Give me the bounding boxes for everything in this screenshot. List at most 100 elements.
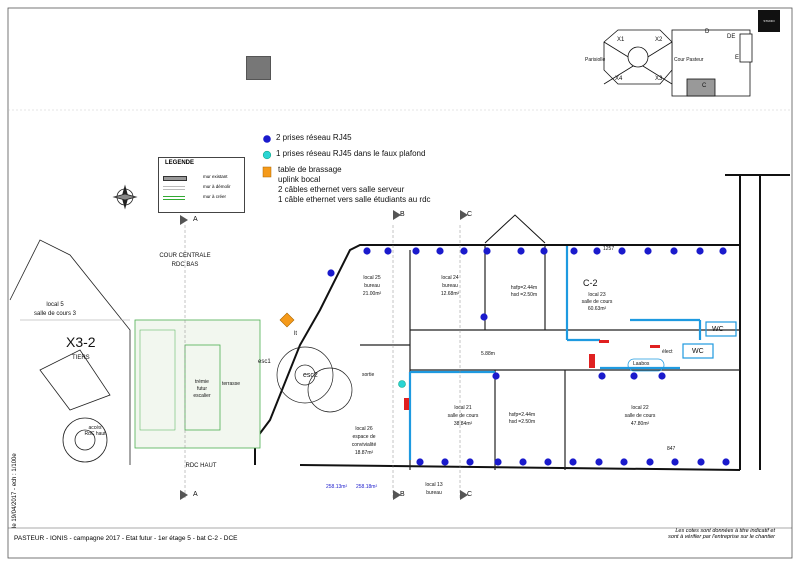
legend-swatch-create bbox=[163, 196, 185, 200]
room-local26-4: 18.87m² bbox=[354, 450, 374, 456]
legend-item-panel-2: uplink bocal bbox=[278, 175, 321, 184]
room-tremie-1: trémie bbox=[195, 379, 209, 385]
courtyard-grid bbox=[134, 319, 261, 449]
room-local23-1: local 23 bbox=[588, 292, 606, 298]
room-tiers: TIERS bbox=[72, 355, 90, 361]
compass-rose bbox=[112, 184, 138, 210]
room-local25-1: local 25 bbox=[363, 275, 381, 281]
room-local25-3: 21.00m² bbox=[362, 291, 382, 297]
footnote-line-1: Les cotes sont données à titre indicatif… bbox=[675, 528, 775, 534]
section-c-top: C bbox=[467, 211, 473, 218]
outlet-rj45-legend-icon bbox=[263, 135, 271, 143]
room-local5-1: local 5 bbox=[46, 302, 64, 308]
stair-esc1: esc1 bbox=[258, 359, 271, 365]
key-d: D bbox=[705, 29, 710, 35]
key-x1: X1 bbox=[617, 37, 625, 43]
dim-area-1: 258.13m² bbox=[326, 484, 348, 490]
section-b-bottom: B bbox=[400, 491, 405, 498]
room-sortie: sortie bbox=[362, 372, 375, 378]
section-b-top: B bbox=[400, 211, 405, 218]
footnote-line-2: sont à vérifier par l'entreprise sur le … bbox=[668, 534, 775, 540]
legend-swatch-existing bbox=[163, 176, 187, 181]
key-x3: X3 bbox=[655, 76, 663, 82]
room-rdc-haut: RDC HAUT bbox=[185, 463, 217, 469]
room-local22-1: local 22 bbox=[631, 405, 649, 411]
room-local24-1: local 24 bbox=[441, 275, 459, 281]
room-hsfp1-2: hsd =2.50m bbox=[510, 292, 538, 298]
page-frame bbox=[7, 7, 793, 559]
room-local22-3: 47.80m² bbox=[630, 421, 650, 427]
room-cour-centrale-1: COUR CENTRALE bbox=[159, 253, 211, 259]
red-markers bbox=[404, 340, 660, 410]
section-a-top: A bbox=[193, 216, 198, 223]
room-tremie-2: futur bbox=[196, 386, 208, 392]
legend-item-panel-4: 1 câble ethernet vers salle étudiants au… bbox=[278, 195, 431, 204]
room-local26-2: espace de bbox=[352, 434, 376, 440]
key-plan bbox=[603, 29, 753, 97]
key-e: E bbox=[735, 55, 740, 61]
room-labos: Laabos bbox=[633, 361, 650, 367]
title-block: PASTEUR - IONIS - campagne 2017 - Etat f… bbox=[14, 535, 238, 542]
room-local21-3: 38.84m² bbox=[453, 421, 473, 427]
legend-symbols bbox=[262, 135, 272, 178]
patch-panel-icon bbox=[279, 312, 295, 328]
stair-esc2: esc2 bbox=[303, 372, 318, 379]
room-wc-2: WC bbox=[692, 348, 704, 355]
room-local13-1: local 13 bbox=[425, 482, 443, 488]
tiers-area bbox=[9, 239, 131, 465]
legend-title: LEGENDE bbox=[165, 160, 195, 166]
spiral-stairs bbox=[276, 346, 353, 413]
room-cour-centrale-2: RDC BAS bbox=[171, 262, 199, 268]
key-c: C bbox=[702, 83, 707, 89]
room-tremie-3: escalier bbox=[193, 393, 211, 399]
room-local21-1: local 21 bbox=[454, 405, 472, 411]
room-wc-1: WC bbox=[712, 326, 724, 333]
building-c2-label: C-2 bbox=[583, 278, 598, 288]
room-local21-2: salle de cours bbox=[447, 413, 479, 419]
building-x3-label: X3-2 bbox=[66, 334, 96, 350]
legend-item-rj45: 2 prises réseau RJ45 bbox=[276, 133, 352, 142]
key-parisiolle: Parisiolle bbox=[585, 57, 606, 63]
room-lt: lt bbox=[294, 331, 297, 337]
legend-item-ceiling: 1 prises réseau RJ45 dans le faux plafon… bbox=[276, 149, 426, 158]
new-walls bbox=[408, 246, 702, 460]
key-pasteur: Cour Pasteur bbox=[674, 57, 704, 63]
key-x4: X4 bbox=[615, 76, 623, 82]
studio-logo: STUDIO bbox=[758, 10, 780, 32]
legend-existing: mur existant bbox=[203, 174, 228, 179]
drawing-date-scale: le 19/04/2017 - ech : 1/100e bbox=[12, 453, 18, 528]
footnote: Les cotes sont données à titre indicatif… bbox=[640, 528, 775, 540]
grey-square-marker bbox=[246, 56, 271, 80]
dim-area-2: 258.18m² bbox=[356, 484, 378, 490]
room-hsfp2-2: hsd =2.50m bbox=[508, 419, 536, 425]
ceiling-outlet-icon bbox=[398, 380, 406, 388]
dim-5-88: 5.88m bbox=[481, 351, 495, 357]
legend-create: mur à créer bbox=[203, 194, 227, 199]
rj45-outlets bbox=[327, 247, 730, 466]
section-triangles bbox=[180, 210, 468, 500]
room-local5-2: salle de cours 3 bbox=[33, 311, 77, 317]
legend-item-panel-1: table de brassage bbox=[278, 165, 342, 174]
room-local25-2: bureau bbox=[364, 283, 380, 289]
room-local23-3: 60.63m² bbox=[587, 306, 607, 312]
room-acces-2: RdC haut bbox=[84, 431, 106, 437]
room-acces-1: accès bbox=[88, 425, 102, 431]
room-local22-2: salle de cours bbox=[624, 413, 656, 419]
dim-847: 847 bbox=[667, 446, 676, 452]
legend-demolish: mur à démolir bbox=[203, 184, 231, 189]
room-hsfp2-1: hsfp=2.44m bbox=[508, 412, 536, 418]
room-local24-2: bureau bbox=[442, 283, 458, 289]
key-x2: X2 bbox=[655, 37, 663, 43]
room-hsfp1-1: hsfp=2.44m bbox=[510, 285, 538, 291]
legend-item-panel-3: 2 câbles ethernet vers salle serveur bbox=[278, 185, 405, 194]
patch-panel-legend-icon bbox=[262, 166, 272, 178]
room-terrasse: terrasse bbox=[222, 381, 241, 387]
key-de: DE bbox=[727, 34, 736, 40]
room-elect: élect bbox=[662, 349, 673, 355]
legend-swatch-demolish bbox=[163, 186, 185, 190]
room-local24-3: 12.68m² bbox=[440, 291, 460, 297]
section-c-bottom: C bbox=[467, 491, 473, 498]
room-local26-3: convivialité bbox=[351, 442, 377, 448]
room-local26-1: local 26 bbox=[355, 426, 373, 432]
